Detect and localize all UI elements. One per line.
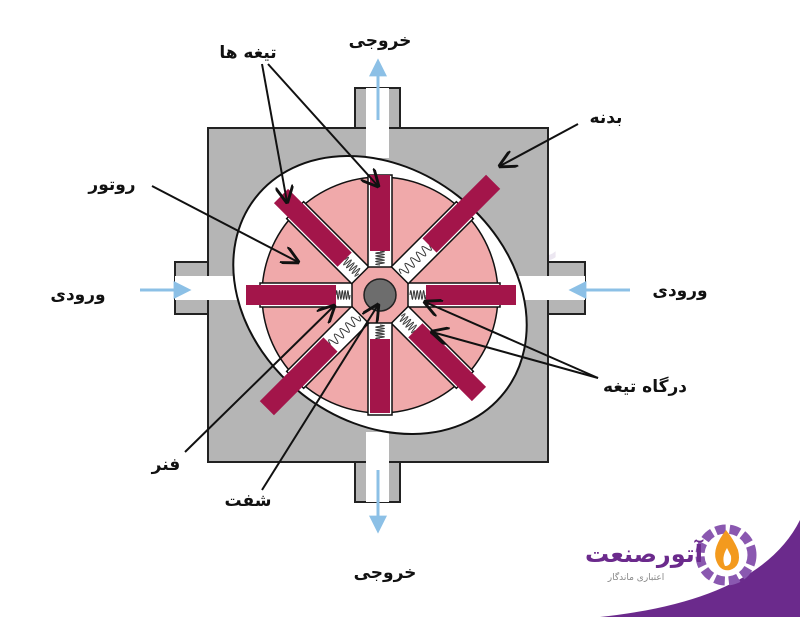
vane-assembly bbox=[367, 174, 393, 268]
spring bbox=[375, 324, 385, 340]
pointer-rotor bbox=[151, 185, 298, 262]
vane-assembly bbox=[407, 282, 516, 308]
pointer-vanes-1 bbox=[261, 63, 287, 202]
label-rotor: روتور bbox=[87, 175, 135, 195]
label-body: بدنه bbox=[590, 108, 623, 128]
brand-logo: آتورصنعت اعتباری ماندگار bbox=[585, 524, 757, 586]
label-inlet-left: ورودی bbox=[50, 285, 105, 305]
pointer-slot-2 bbox=[432, 332, 599, 379]
gear-flame-icon bbox=[695, 524, 757, 586]
vane bbox=[259, 337, 338, 416]
spring bbox=[398, 245, 432, 275]
spring bbox=[409, 290, 427, 300]
vane bbox=[422, 174, 501, 253]
vane bbox=[246, 285, 336, 305]
vane-assembly bbox=[390, 174, 501, 285]
vane-assembly bbox=[390, 305, 487, 402]
vanes bbox=[246, 174, 516, 416]
flow-arrows bbox=[140, 58, 630, 534]
vane bbox=[426, 285, 516, 305]
pointer-spring bbox=[184, 306, 334, 453]
pointer-lines bbox=[151, 63, 599, 491]
pointer-vanes-2 bbox=[267, 63, 378, 186]
spring bbox=[328, 315, 362, 345]
vane-assembly bbox=[273, 188, 370, 285]
label-outlet-bottom: خروجی bbox=[354, 563, 417, 583]
shaft bbox=[363, 278, 397, 312]
label-vane-slot: درگاه تیغه bbox=[603, 376, 687, 397]
pointer-body bbox=[500, 123, 579, 166]
vane bbox=[370, 339, 390, 413]
vane bbox=[273, 188, 352, 267]
pointer-shaft bbox=[261, 305, 378, 491]
label-shaft: شفت bbox=[225, 491, 272, 511]
pointer-slot-1 bbox=[425, 302, 599, 379]
spring bbox=[399, 313, 417, 334]
vane-assembly bbox=[259, 305, 370, 416]
brand-swoosh bbox=[600, 520, 800, 617]
vane-assembly bbox=[367, 322, 393, 416]
vane bbox=[370, 175, 390, 251]
label-spring: فنر bbox=[151, 455, 181, 475]
vane-assembly bbox=[246, 282, 353, 308]
label-vanes: تیغه ها bbox=[219, 43, 276, 63]
spring bbox=[375, 250, 385, 266]
label-outlet-top: خروجی bbox=[349, 31, 412, 51]
label-inlet-right: ورودی bbox=[652, 281, 707, 301]
logo-tagline: اعتباری ماندگار bbox=[607, 571, 664, 583]
vane bbox=[408, 323, 487, 402]
spring bbox=[335, 290, 351, 300]
logo-name: آتورصنعت bbox=[585, 539, 704, 568]
spring bbox=[343, 256, 361, 277]
